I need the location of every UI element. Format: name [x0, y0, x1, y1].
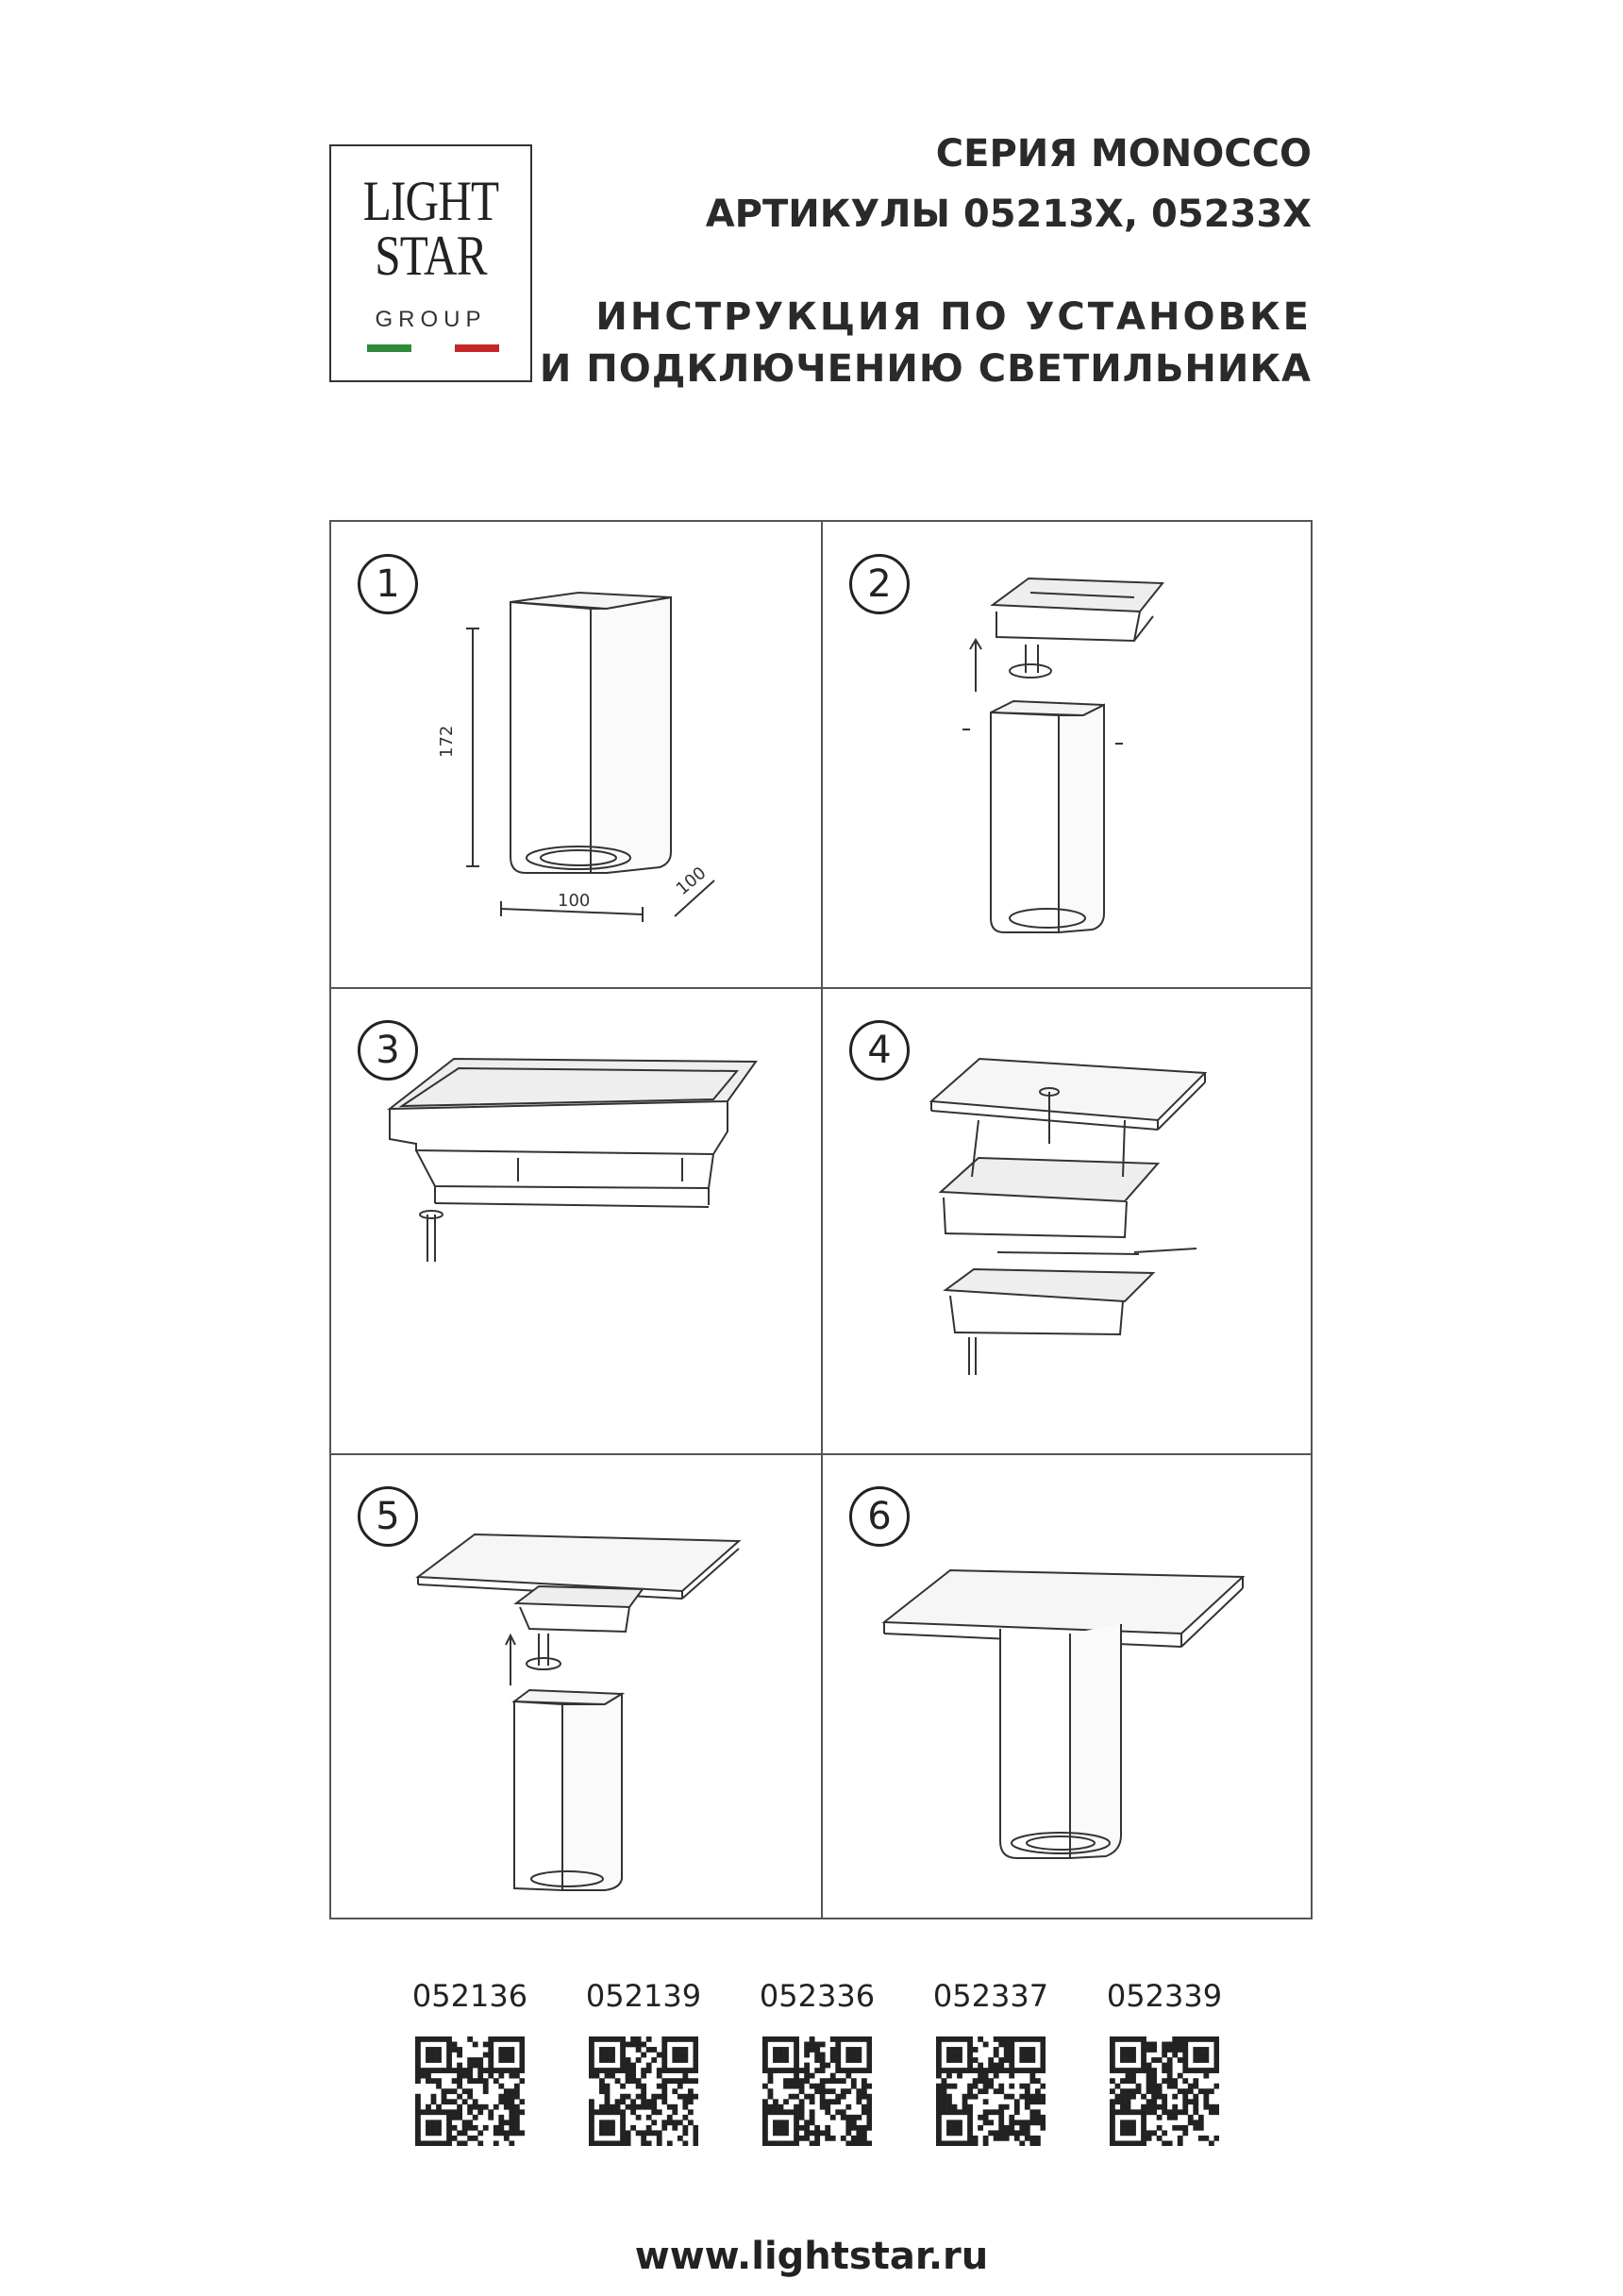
step-number: 4	[849, 1020, 910, 1081]
series-title: СЕРИЯ MONOCCO	[935, 132, 1312, 176]
italian-flag-stripe	[367, 344, 500, 352]
step-number: 1	[358, 554, 418, 614]
website-url[interactable]: www.lightstar.ru	[634, 2235, 989, 2278]
dimension-height: 172	[437, 726, 457, 758]
logo-text-light: LIGHT	[362, 170, 499, 232]
step-number: 3	[358, 1020, 418, 1081]
qr-code[interactable]	[589, 2036, 698, 2146]
step-2-illustration	[962, 577, 1165, 934]
installation-steps-grid: 172 100 100 1	[329, 520, 1313, 1919]
flag-green	[367, 344, 411, 352]
dimension-width: 100	[558, 891, 590, 911]
qr-code[interactable]	[762, 2036, 872, 2146]
step-4-panel: 4	[823, 988, 1314, 1454]
article-numbers: АРТИКУЛЫ 05213X, 05233X	[705, 193, 1312, 236]
step-1-illustration: 172 100 100	[437, 591, 715, 922]
product-code: 052337	[932, 1978, 1049, 2014]
step-number: 6	[849, 1486, 910, 1547]
dimension-depth: 100	[673, 863, 711, 899]
step-1-panel: 172 100 100 1	[331, 522, 823, 988]
step-4-illustration	[929, 1057, 1208, 1375]
qr-code[interactable]	[415, 2036, 525, 2146]
step-6-illustration	[881, 1568, 1246, 1860]
brand-logo: LIGHT STAR GROUP	[329, 144, 532, 382]
logo-text-group: GROUP	[375, 307, 487, 332]
step-3-panel: 3	[331, 988, 823, 1454]
grid-divider-horizontal	[331, 987, 1311, 989]
qr-code[interactable]	[1110, 2036, 1219, 2146]
grid-divider-vertical	[821, 522, 823, 1918]
product-code: 052136	[411, 1978, 528, 2014]
step-2-panel: 2	[823, 522, 1314, 988]
grid-divider-horizontal	[331, 1453, 1311, 1455]
step-number: 5	[358, 1486, 418, 1547]
qr-code[interactable]	[936, 2036, 1046, 2146]
logo-text-star: STAR	[375, 225, 487, 287]
step-5-panel: 5	[331, 1454, 823, 1920]
step-3-illustration	[387, 1057, 758, 1262]
instruction-title-line2: И ПОДКЛЮЧЕНИЮ СВЕТИЛЬНИКА	[539, 347, 1312, 391]
step-6-panel: 6	[823, 1454, 1314, 1920]
step-number: 2	[849, 554, 910, 614]
flag-red	[455, 344, 500, 352]
product-code: 052336	[759, 1978, 876, 2014]
product-code: 052339	[1106, 1978, 1223, 2014]
instruction-title-line1: ИНСТРУКЦИЯ ПО УСТАНОВКЕ	[595, 295, 1312, 339]
product-code: 052139	[585, 1978, 702, 2014]
flag-white	[410, 344, 456, 352]
step-5-illustration	[415, 1533, 742, 1892]
